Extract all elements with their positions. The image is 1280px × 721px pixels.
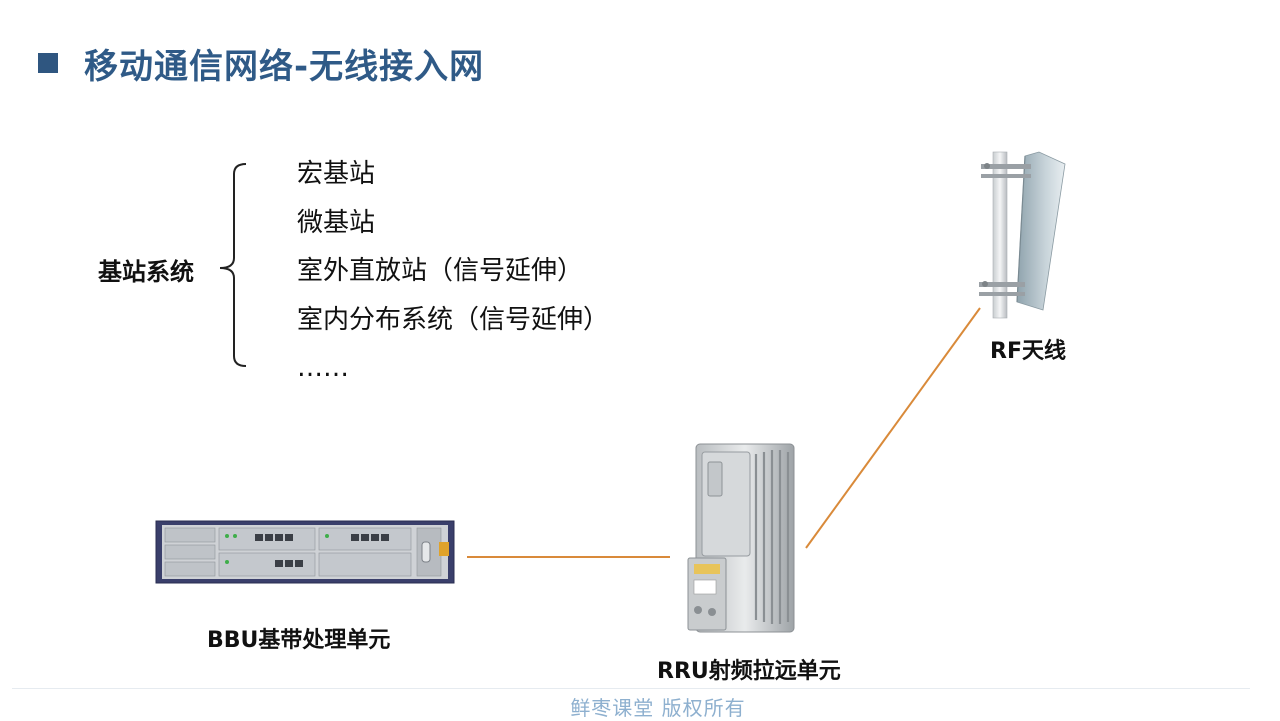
rru-image [687, 443, 795, 633]
base-station-type-list: 宏基站 微基站 室外直放站（信号延伸） 室内分布系统（信号延伸） …… [297, 155, 609, 398]
list-item: 室内分布系统（信号延伸） [297, 304, 610, 335]
list-item: 微基站 [297, 207, 376, 238]
page-title: 移动通信网络-无线接入网 [84, 46, 485, 87]
bbu-image [155, 520, 455, 584]
curly-brace [219, 163, 247, 367]
rru-label: RRU射频拉远单元 [657, 659, 841, 684]
rru-antenna-connector [805, 307, 981, 549]
rf-antenna-label: RF天线 [990, 339, 1066, 364]
footer-copyright: 鲜枣课堂 版权所有 [570, 696, 746, 720]
footer-divider [12, 688, 1250, 689]
rf-antenna-image [979, 151, 1066, 319]
list-item: …… [297, 353, 349, 383]
list-item: 宏基站 [297, 159, 376, 189]
base-station-label: 基站系统 [98, 258, 194, 286]
title-bullet-square [38, 53, 58, 73]
title-row: 移动通信网络-无线接入网 [38, 40, 485, 87]
list-item: 室外直放站（信号延伸） [297, 256, 584, 286]
bbu-label: BBU基带处理单元 [207, 628, 391, 653]
